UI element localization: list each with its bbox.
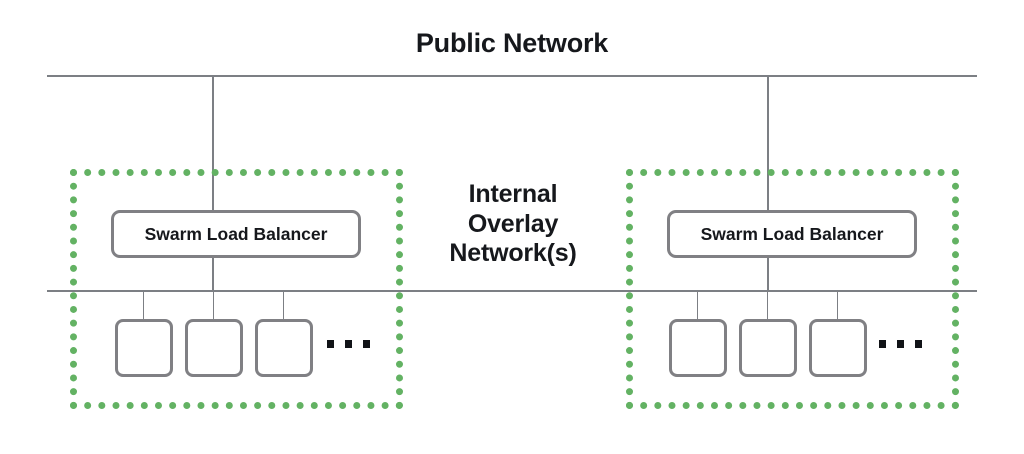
swarm-load-balancer-right: Swarm Load Balancer bbox=[667, 210, 917, 258]
ellipsis-dot bbox=[915, 340, 922, 348]
ellipsis-dot bbox=[897, 340, 904, 348]
internal-overlay-network-caption: Internal Overlay Network(s) bbox=[404, 178, 622, 271]
caption-line-3: Network(s) bbox=[449, 239, 577, 267]
task-stem-right-1 bbox=[697, 291, 698, 320]
trunk-line-left bbox=[212, 75, 214, 291]
task-stem-left-2 bbox=[213, 291, 214, 320]
internal-network-bus-line bbox=[47, 290, 977, 292]
swarm-load-balancer-left: Swarm Load Balancer bbox=[111, 210, 361, 258]
ellipsis-dot bbox=[363, 340, 370, 348]
task-container-left-1 bbox=[115, 319, 173, 377]
task-container-right-1 bbox=[669, 319, 727, 377]
ellipsis-dot bbox=[345, 340, 352, 348]
task-stem-left-1 bbox=[143, 291, 144, 320]
public-network-bus-line bbox=[47, 75, 977, 77]
swarm-load-balancer-right-label: Swarm Load Balancer bbox=[700, 223, 884, 244]
task-container-right-2 bbox=[739, 319, 797, 377]
task-stem-left-3 bbox=[283, 291, 284, 320]
ellipsis-dot bbox=[327, 340, 334, 348]
diagram-title: Public Network bbox=[415, 28, 609, 58]
caption-line-1: Internal bbox=[468, 180, 558, 208]
task-stem-right-3 bbox=[837, 291, 838, 320]
task-ellipsis-left bbox=[327, 340, 370, 348]
ellipsis-dot bbox=[879, 340, 886, 348]
overlay-network-region-left bbox=[70, 169, 403, 409]
task-container-right-3 bbox=[809, 319, 867, 377]
task-container-left-2 bbox=[185, 319, 243, 377]
swarm-load-balancer-left-label: Swarm Load Balancer bbox=[144, 223, 328, 244]
caption-line-2: Overlay bbox=[467, 209, 559, 238]
trunk-line-right bbox=[767, 75, 769, 291]
task-ellipsis-right bbox=[879, 340, 922, 348]
task-stem-right-2 bbox=[767, 291, 768, 320]
task-container-left-3 bbox=[255, 319, 313, 377]
overlay-network-region-right bbox=[626, 169, 959, 409]
